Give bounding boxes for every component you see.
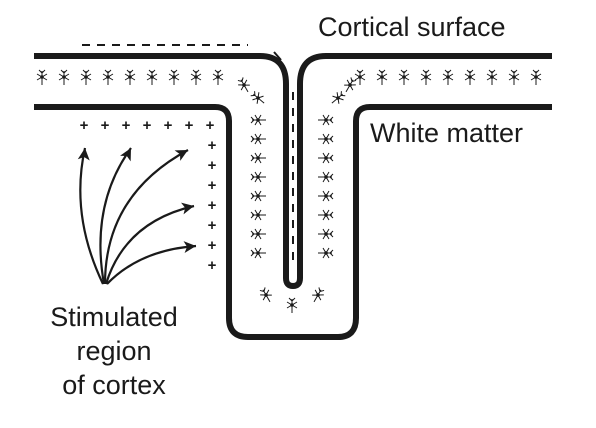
cortical-surface-label: Cortical surface bbox=[318, 12, 506, 42]
neuron-icon bbox=[237, 77, 250, 93]
positive-charge-sign: + bbox=[80, 117, 89, 134]
positive-charge-sign: + bbox=[185, 117, 194, 134]
stimulated-region-label: Stimulated region of cortex bbox=[24, 300, 204, 402]
neuron-icon bbox=[508, 69, 520, 85]
arrowhead-icon bbox=[183, 241, 196, 254]
neuron-icon bbox=[442, 69, 454, 85]
stimulated-label-line-3: of cortex bbox=[62, 370, 166, 400]
neuron-icon bbox=[36, 69, 48, 85]
positive-charge-markers: + + + + + + + + + + + + + + bbox=[80, 117, 217, 274]
neuron-icon bbox=[398, 69, 410, 85]
neuron-icon bbox=[250, 114, 266, 126]
neuron-icon bbox=[318, 114, 334, 126]
neuron-icon bbox=[286, 297, 298, 313]
white-matter-boundary-line bbox=[34, 104, 552, 340]
neuron-icon bbox=[344, 77, 357, 93]
stimulation-arrow bbox=[99, 147, 132, 285]
arrowhead-icon bbox=[181, 202, 194, 215]
positive-charge-sign: + bbox=[208, 257, 217, 274]
cortical-surface-line bbox=[34, 53, 552, 289]
positive-charge-sign: + bbox=[122, 117, 131, 134]
neuron-icon bbox=[190, 69, 202, 85]
neuron-icon bbox=[250, 91, 265, 104]
stimulation-arrow bbox=[104, 204, 195, 285]
neuron-icon bbox=[318, 228, 334, 240]
positive-charge-sign: + bbox=[101, 117, 110, 134]
arrowhead-icon bbox=[174, 150, 188, 161]
neuron-icon bbox=[250, 171, 266, 183]
stimulated-label-line-1: Stimulated bbox=[50, 302, 178, 332]
positive-charge-sign: + bbox=[143, 117, 152, 134]
neuron-icon bbox=[530, 69, 542, 85]
neuron-icon bbox=[250, 209, 266, 221]
neuron-icon bbox=[318, 209, 334, 221]
neuron-icon bbox=[318, 152, 334, 164]
neuron-icon bbox=[420, 69, 432, 85]
positive-charge-sign: + bbox=[208, 197, 217, 214]
stimulation-arrow bbox=[106, 244, 197, 285]
neuron-icon bbox=[318, 133, 334, 145]
neuron-field bbox=[36, 69, 542, 313]
neuron-icon bbox=[250, 133, 266, 145]
stimulation-arrows bbox=[77, 147, 197, 285]
neuron-icon bbox=[318, 247, 334, 259]
arrowhead-icon bbox=[77, 148, 90, 161]
neuron-icon bbox=[168, 69, 180, 85]
white-matter-label: White matter bbox=[370, 118, 524, 148]
neuron-icon bbox=[124, 69, 136, 85]
neuron-icon bbox=[312, 287, 325, 303]
neuron-icon bbox=[318, 171, 334, 183]
positive-charge-sign: + bbox=[164, 117, 173, 134]
neuron-icon bbox=[259, 287, 272, 303]
neuron-icon bbox=[464, 69, 476, 85]
stimulated-label-line-2: region bbox=[76, 336, 152, 366]
negative-charge-dashes-diagonal bbox=[273, 51, 282, 61]
neuron-icon bbox=[486, 69, 498, 85]
neuron-icon bbox=[354, 69, 366, 85]
positive-charge-sign: + bbox=[208, 157, 217, 174]
neuron-icon bbox=[212, 69, 224, 85]
positive-charge-sign: + bbox=[206, 117, 215, 134]
neuron-icon bbox=[58, 69, 70, 85]
neuron-icon bbox=[250, 228, 266, 240]
neuron-icon bbox=[80, 69, 92, 85]
neuron-icon bbox=[250, 247, 266, 259]
positive-charge-sign: + bbox=[208, 217, 217, 234]
neuron-icon bbox=[146, 69, 158, 85]
arrowhead-icon bbox=[120, 148, 131, 162]
positive-charge-sign: + bbox=[208, 237, 217, 254]
neuron-icon bbox=[250, 152, 266, 164]
positive-charge-sign: + bbox=[208, 177, 217, 194]
stimulation-arrow bbox=[103, 149, 189, 285]
neuron-icon bbox=[331, 91, 346, 104]
neuron-icon bbox=[376, 69, 388, 85]
stimulation-arrow bbox=[79, 147, 104, 285]
neuron-icon bbox=[250, 190, 266, 202]
neuron-icon bbox=[102, 69, 114, 85]
positive-charge-sign: + bbox=[208, 137, 217, 154]
neuron-icon bbox=[318, 190, 334, 202]
